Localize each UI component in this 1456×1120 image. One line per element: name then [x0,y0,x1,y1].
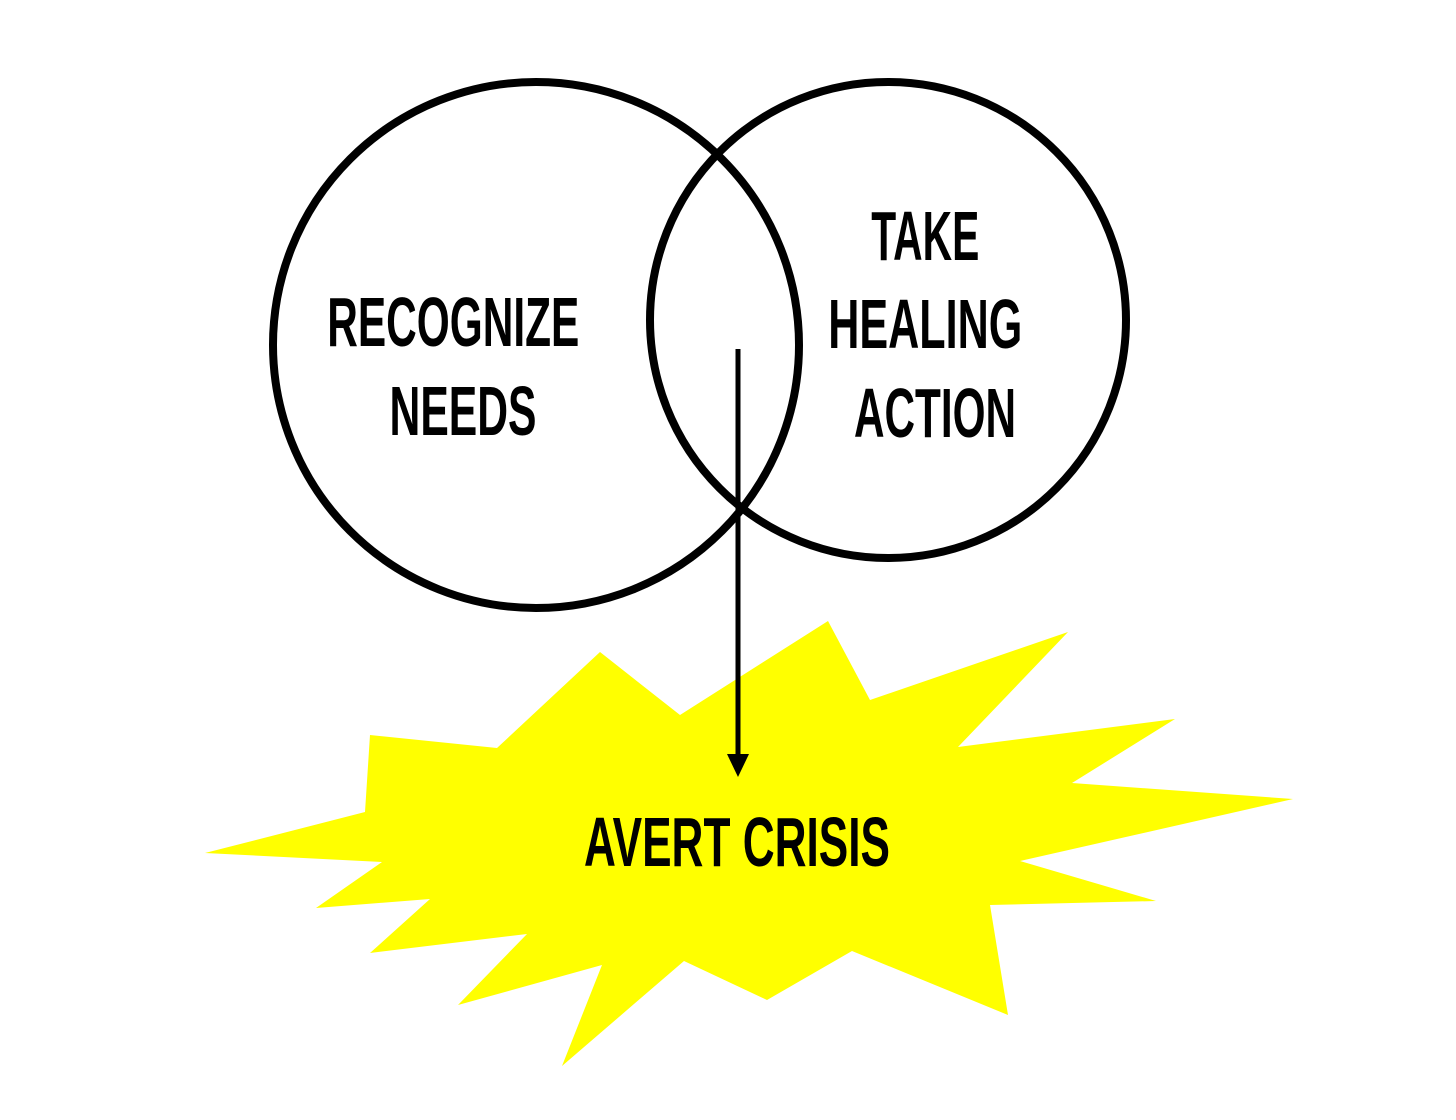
recognize-needs-circle [269,78,803,612]
label-line: ACTION [854,374,1016,452]
avert-crisis-label: AVERT CRISIS [584,803,890,881]
label-line: RECOGNIZE [327,283,579,361]
healing-action-circle [646,78,1130,562]
label-line: TAKE [871,197,979,275]
recognize-needs-label: RECOGNIZE NEEDS [327,283,598,450]
take-healing-action-label: TAKE HEALING ACTION [828,197,1041,452]
label-line: NEEDS [390,372,537,450]
label-line: HEALING [828,285,1022,363]
starburst-shape [205,621,1293,1066]
arrow-head-icon [727,754,749,777]
